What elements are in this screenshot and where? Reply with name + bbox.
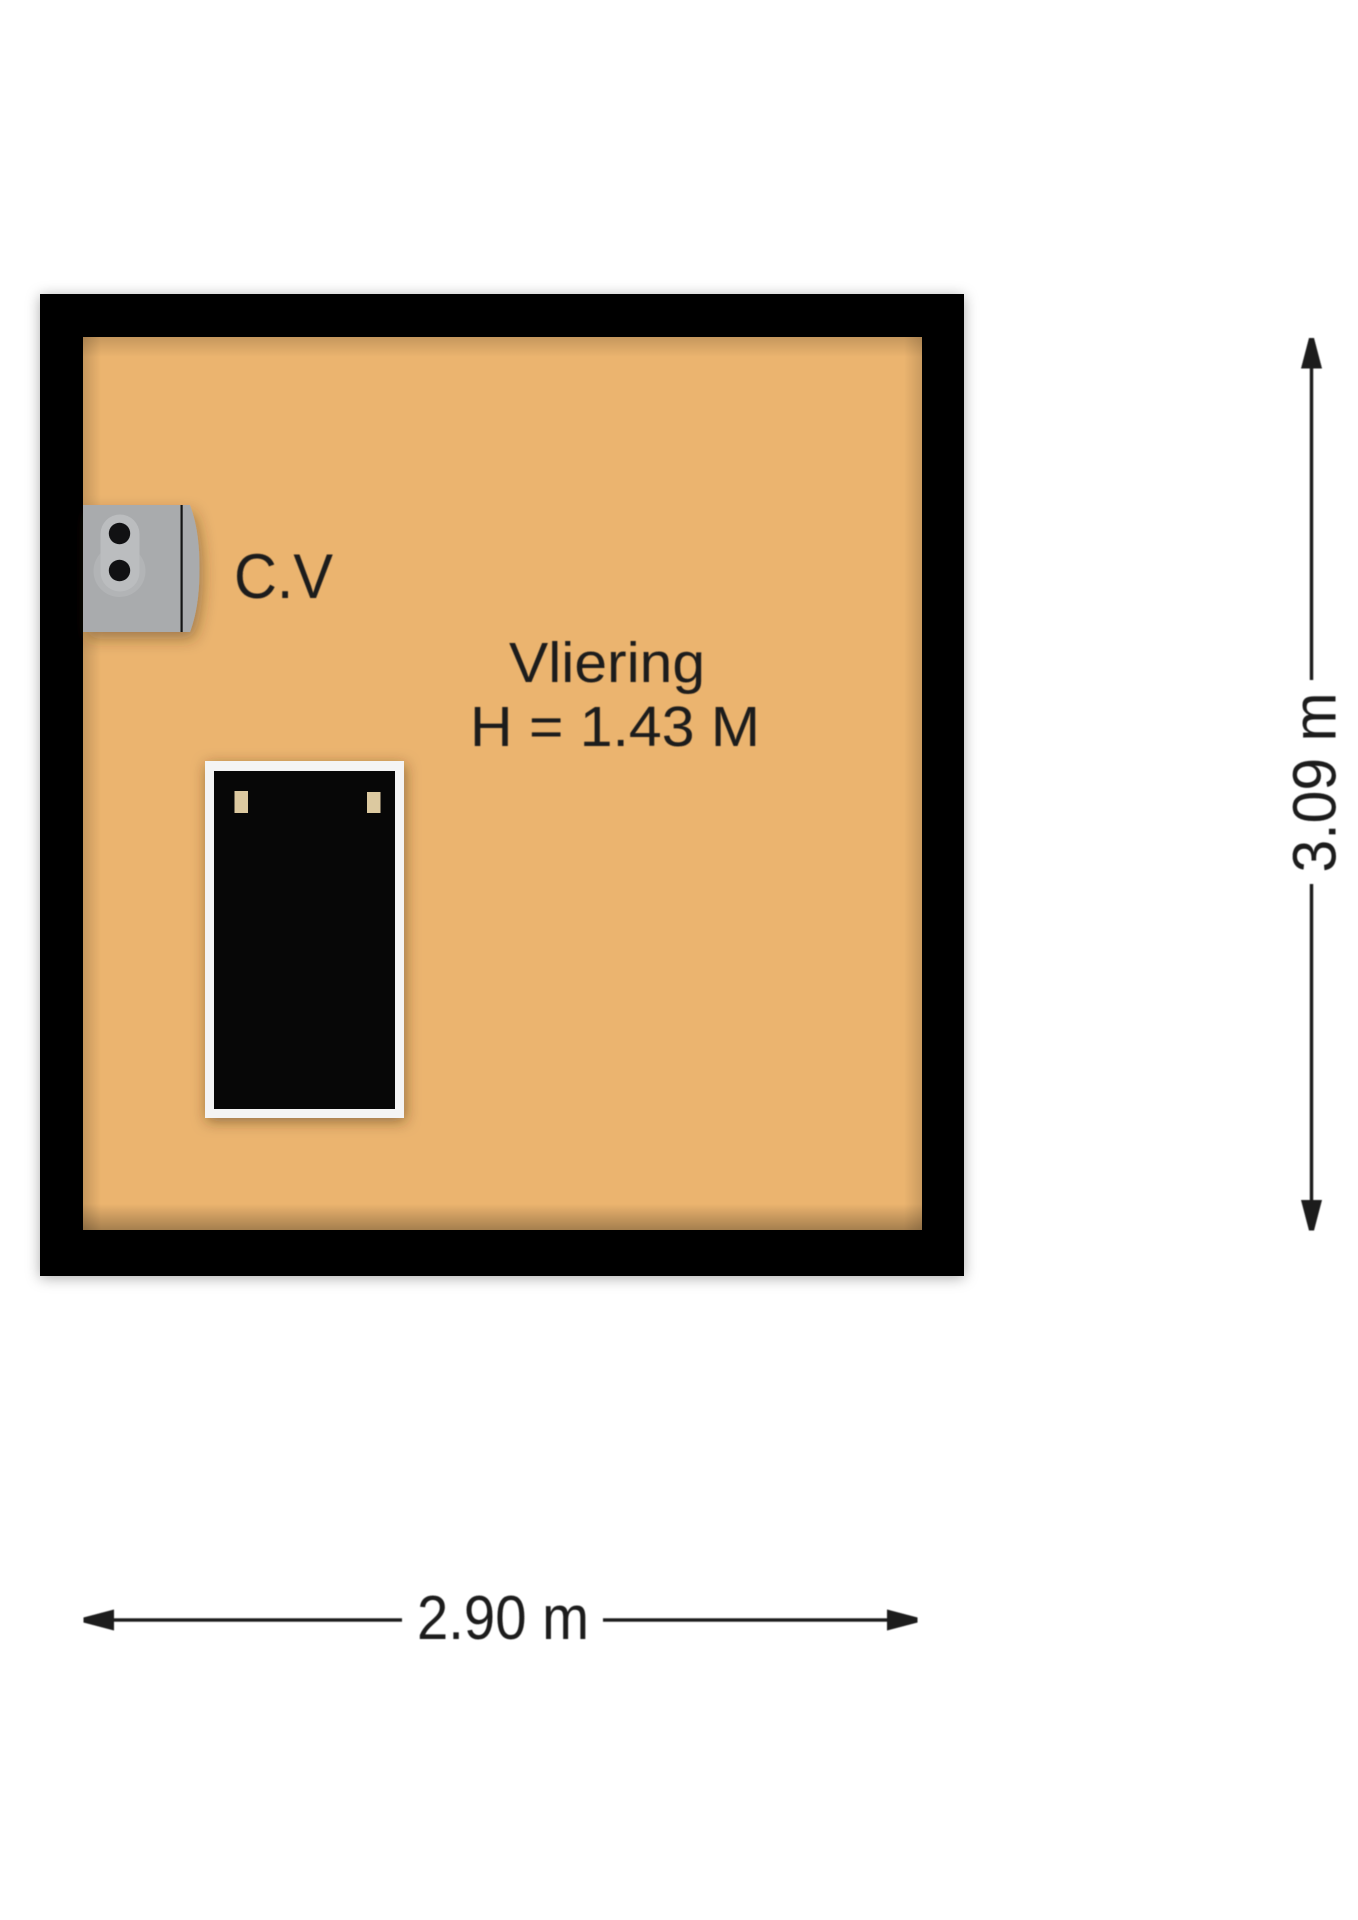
svg-text:2.90 m: 2.90 m [417, 1584, 589, 1653]
svg-text:C.V: C.V [234, 542, 333, 612]
svg-text:Vliering: Vliering [509, 631, 705, 695]
svg-text:H = 1.43 M: H = 1.43 M [470, 695, 760, 759]
svg-text:3.09 m: 3.09 m [1281, 693, 1349, 873]
